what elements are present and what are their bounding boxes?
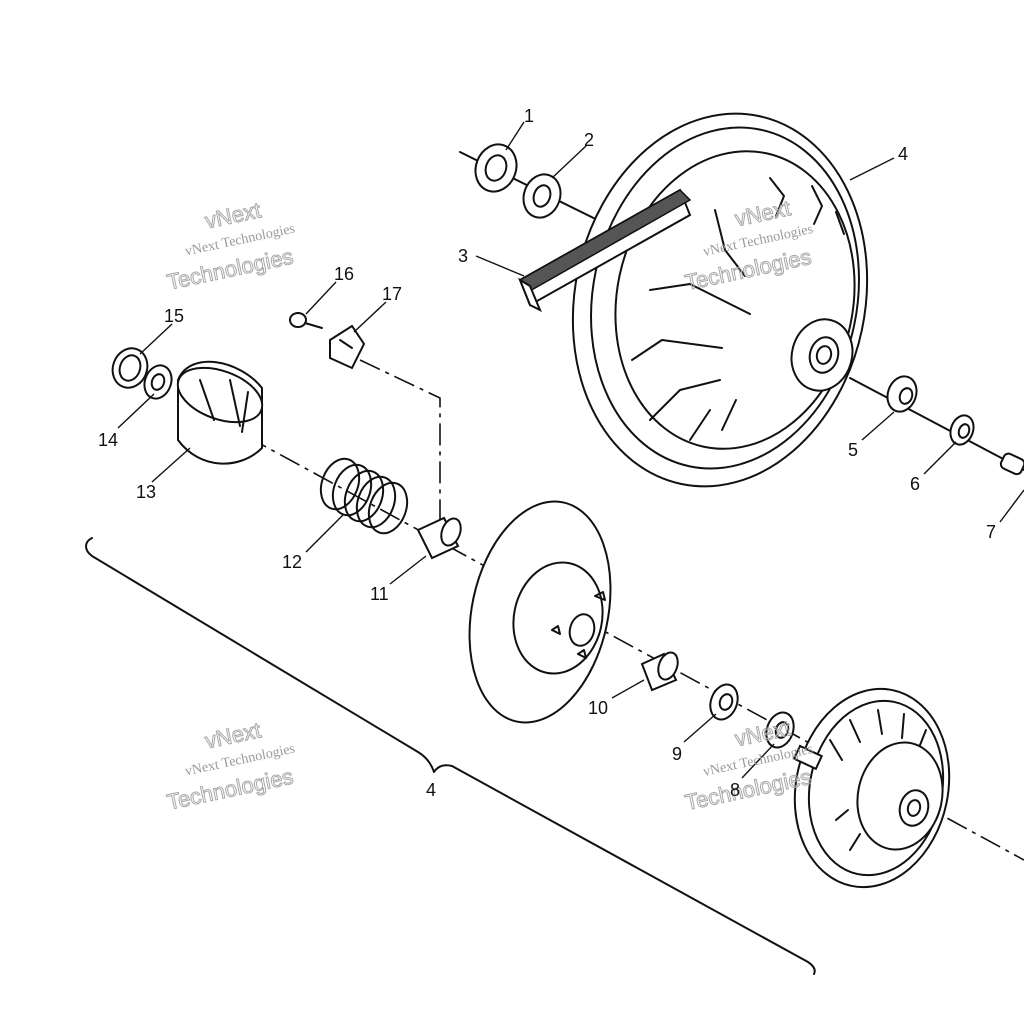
leader-lines: [117, 121, 1024, 779]
part-4-driven-sheave: [571, 112, 869, 488]
movable-sheave: [468, 500, 612, 724]
part-9-washer: [709, 683, 739, 721]
part-14-washer: [143, 364, 173, 400]
watermark-bottom-left: vNext vNext Technologies Technologies: [164, 717, 296, 815]
callout-14: 14: [98, 430, 118, 450]
callout-8: 8: [730, 780, 740, 800]
callout-2: 2: [584, 130, 594, 150]
callout-13: 13: [136, 482, 156, 502]
part-6-clip: [949, 414, 975, 446]
sheave-fins: [631, 177, 845, 441]
callout-17: 17: [382, 284, 402, 304]
callout-labels: 1 2 3 4 5 6 7 8 9 10 11 12 13 14 15 16 1…: [98, 106, 996, 800]
part-17-shoe: [329, 324, 366, 370]
callout-16: 16: [334, 264, 354, 284]
part-5-washer: [886, 375, 918, 413]
callout-10: 10: [588, 698, 608, 718]
assembly-brace: [85, 537, 816, 975]
part-7-bolt: [999, 452, 1024, 476]
callout-6: 6: [910, 474, 920, 494]
callout-3: 3: [458, 246, 468, 266]
callout-11: 11: [370, 584, 389, 604]
part-11-bushing: [416, 516, 462, 560]
part-13-cam: [176, 360, 264, 465]
callout-5: 5: [848, 440, 858, 460]
part-15-snap-ring: [111, 347, 149, 389]
fixed-sheave: [792, 687, 951, 889]
callout-7: 7: [986, 522, 996, 542]
callout-15: 15: [164, 306, 184, 326]
part-10-bushing: [640, 651, 679, 692]
callout-1: 1: [524, 106, 534, 126]
part-2-washer: [522, 173, 562, 219]
svg-text:vNext: vNext: [203, 197, 263, 233]
part-12-spring: [319, 457, 409, 535]
assembly-callout-4: 4: [426, 780, 436, 800]
callout-9: 9: [672, 744, 682, 764]
callout-12: 12: [282, 552, 302, 572]
part-3-drive-belt: [517, 188, 692, 313]
watermark-top-left: vNext vNext Technologies Technologies: [164, 197, 296, 295]
part-16-screw: [289, 312, 323, 329]
svg-text:vNext: vNext: [203, 717, 263, 753]
callout-4: 4: [898, 144, 908, 164]
part-1-bearing: [474, 143, 518, 193]
part-8-washer: [765, 711, 795, 749]
